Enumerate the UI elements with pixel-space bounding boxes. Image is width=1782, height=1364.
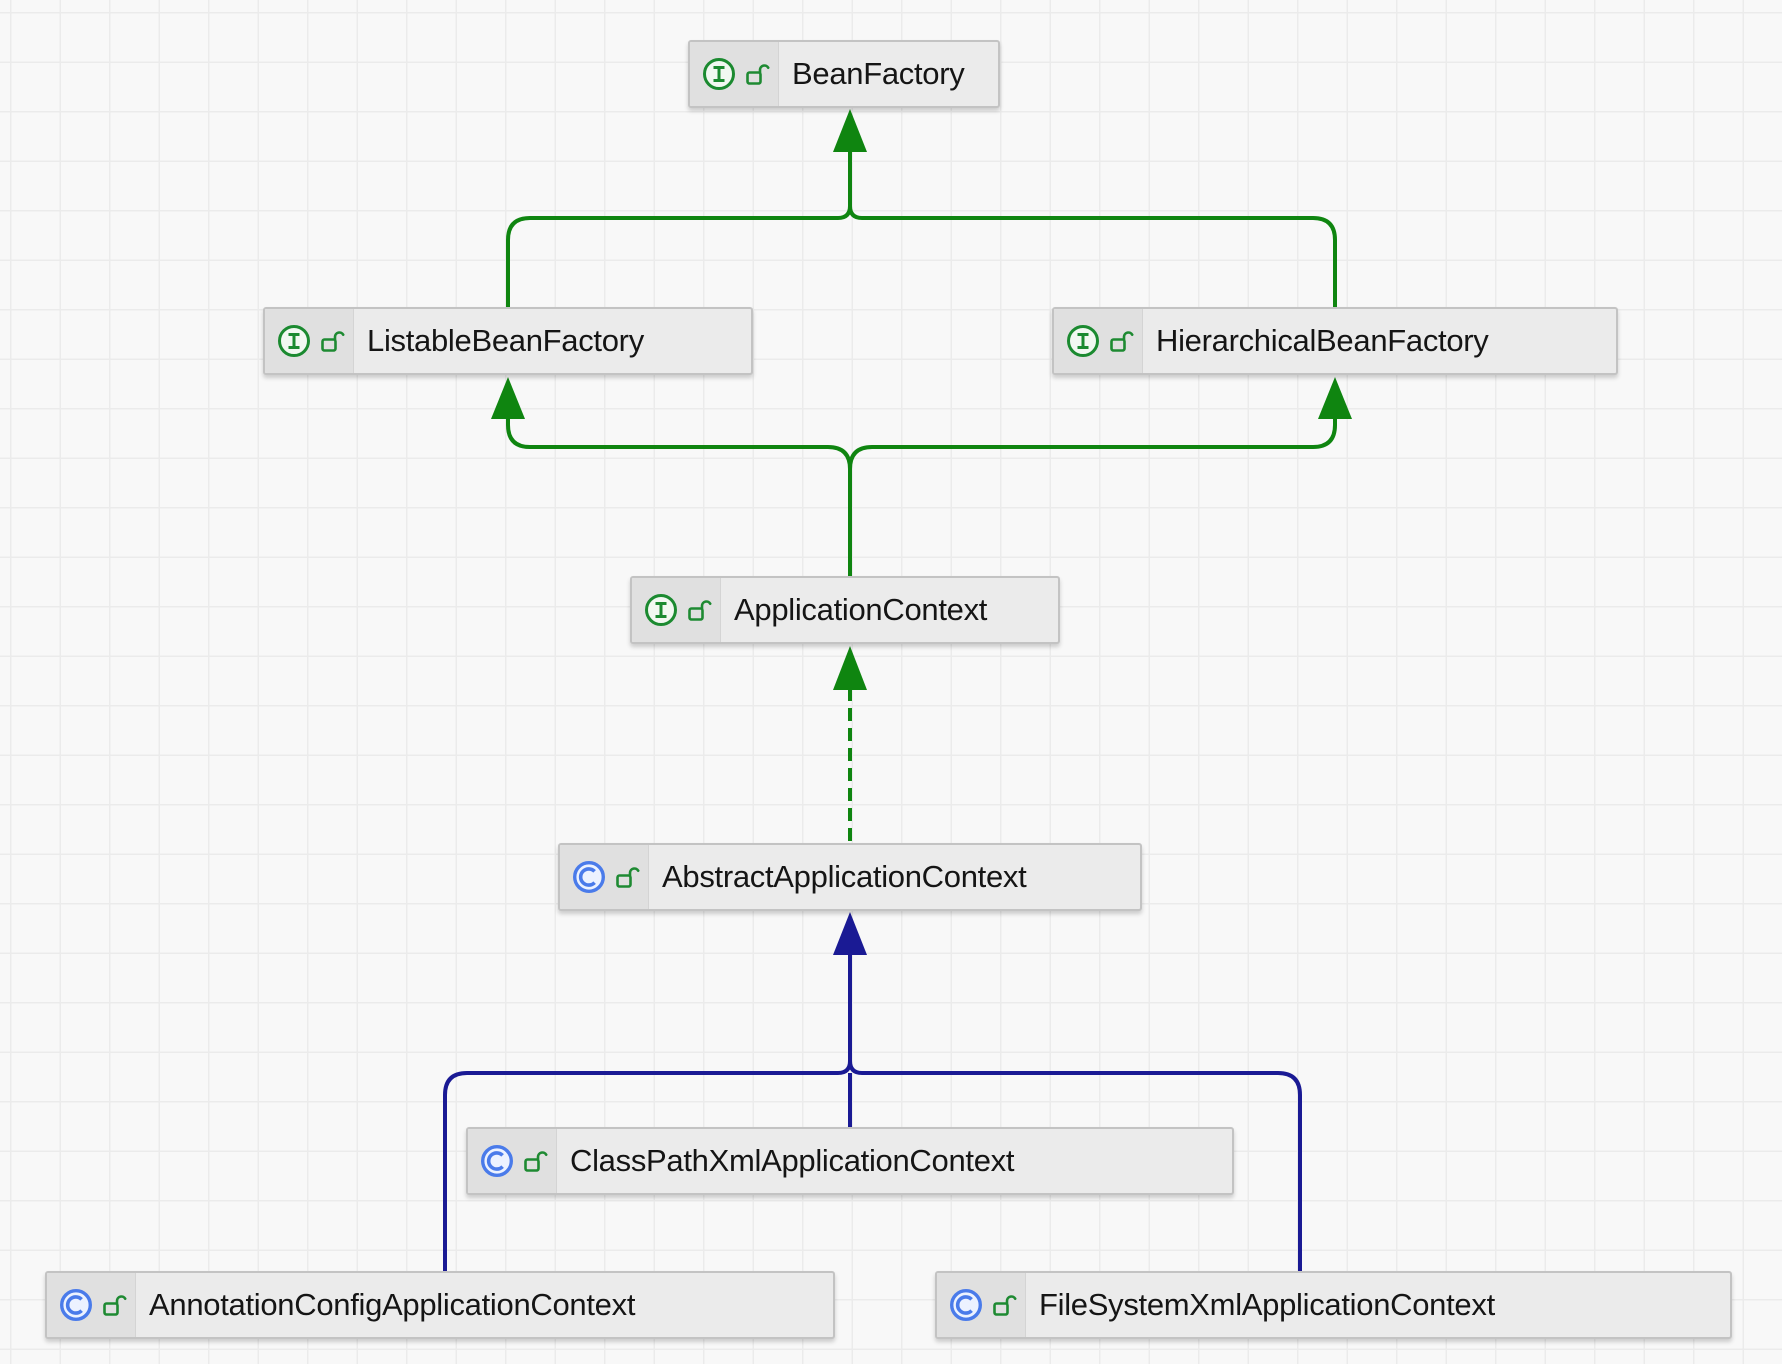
arrowhead-to-listable: [491, 377, 525, 419]
node-icon-zone: [265, 309, 354, 373]
node-label: ApplicationContext: [734, 592, 988, 627]
class-icon: [572, 860, 606, 894]
node-classpathxmlapplicationcontext[interactable]: ClassPathXmlApplicationContext: [466, 1127, 1234, 1195]
class-icon: [480, 1144, 514, 1178]
node-label: AnnotationConfigApplicationContext: [149, 1287, 636, 1322]
interface-icon: [1067, 325, 1099, 357]
node-icon-zone: [937, 1273, 1026, 1337]
node-label: AbstractApplicationContext: [662, 859, 1027, 894]
public-lock-icon: [1110, 331, 1134, 352]
edge-annotation-to-abstractapp: [443, 955, 852, 1271]
class-icon: [949, 1288, 983, 1322]
arrowhead-to-appcontext: [833, 646, 867, 690]
node-filesystemxmlapplicationcontext[interactable]: FileSystemXmlApplicationContext: [935, 1271, 1732, 1339]
node-label: FileSystemXmlApplicationContext: [1039, 1287, 1495, 1322]
public-lock-icon: [746, 64, 770, 85]
node-icon-zone: [47, 1273, 136, 1337]
node-hierarchicalbeanfactory[interactable]: HierarchicalBeanFactory: [1052, 307, 1618, 375]
public-lock-icon: [103, 1295, 127, 1316]
public-lock-icon: [993, 1295, 1017, 1316]
node-label: BeanFactory: [792, 56, 965, 91]
edge-appcontext-to-hierarchical: [848, 377, 1352, 576]
edge-abstractapp-to-appcontext: [833, 646, 867, 841]
node-icon-zone: [632, 578, 721, 642]
interface-icon: [645, 594, 677, 626]
node-icon-zone: [690, 42, 779, 106]
arrowhead-to-beanfactory: [833, 109, 867, 152]
public-lock-icon: [616, 867, 640, 888]
edge-hierarchical-to-beanfactory: [833, 109, 1337, 308]
node-label: ClassPathXmlApplicationContext: [570, 1143, 1015, 1178]
interface-icon: [703, 58, 735, 90]
node-label: ListableBeanFactory: [367, 323, 644, 358]
node-applicationcontext[interactable]: ApplicationContext: [630, 576, 1060, 644]
node-listablebeanfactory[interactable]: ListableBeanFactory: [263, 307, 753, 375]
interface-icon: [278, 325, 310, 357]
edge-filesystem-to-abstractapp: [848, 955, 1302, 1271]
node-beanfactory[interactable]: BeanFactory: [688, 40, 1000, 108]
node-abstractapplicationcontext[interactable]: AbstractApplicationContext: [558, 843, 1142, 911]
edge-classpath-to-abstractapp: [833, 912, 867, 1127]
node-annotationconfigapplicationcontext[interactable]: AnnotationConfigApplicationContext: [45, 1271, 835, 1339]
node-label: HierarchicalBeanFactory: [1156, 323, 1489, 358]
node-icon-zone: [468, 1129, 557, 1193]
arrowhead-to-abstractapp: [833, 912, 867, 955]
node-icon-zone: [560, 845, 649, 909]
class-icon: [59, 1288, 93, 1322]
edge-appcontext-to-listable: [491, 377, 852, 576]
arrowhead-to-hierarchical: [1318, 377, 1352, 419]
edge-listable-to-beanfactory: [506, 152, 852, 308]
public-lock-icon: [321, 331, 345, 352]
public-lock-icon: [524, 1151, 548, 1172]
node-icon-zone: [1054, 309, 1143, 373]
public-lock-icon: [688, 600, 712, 621]
